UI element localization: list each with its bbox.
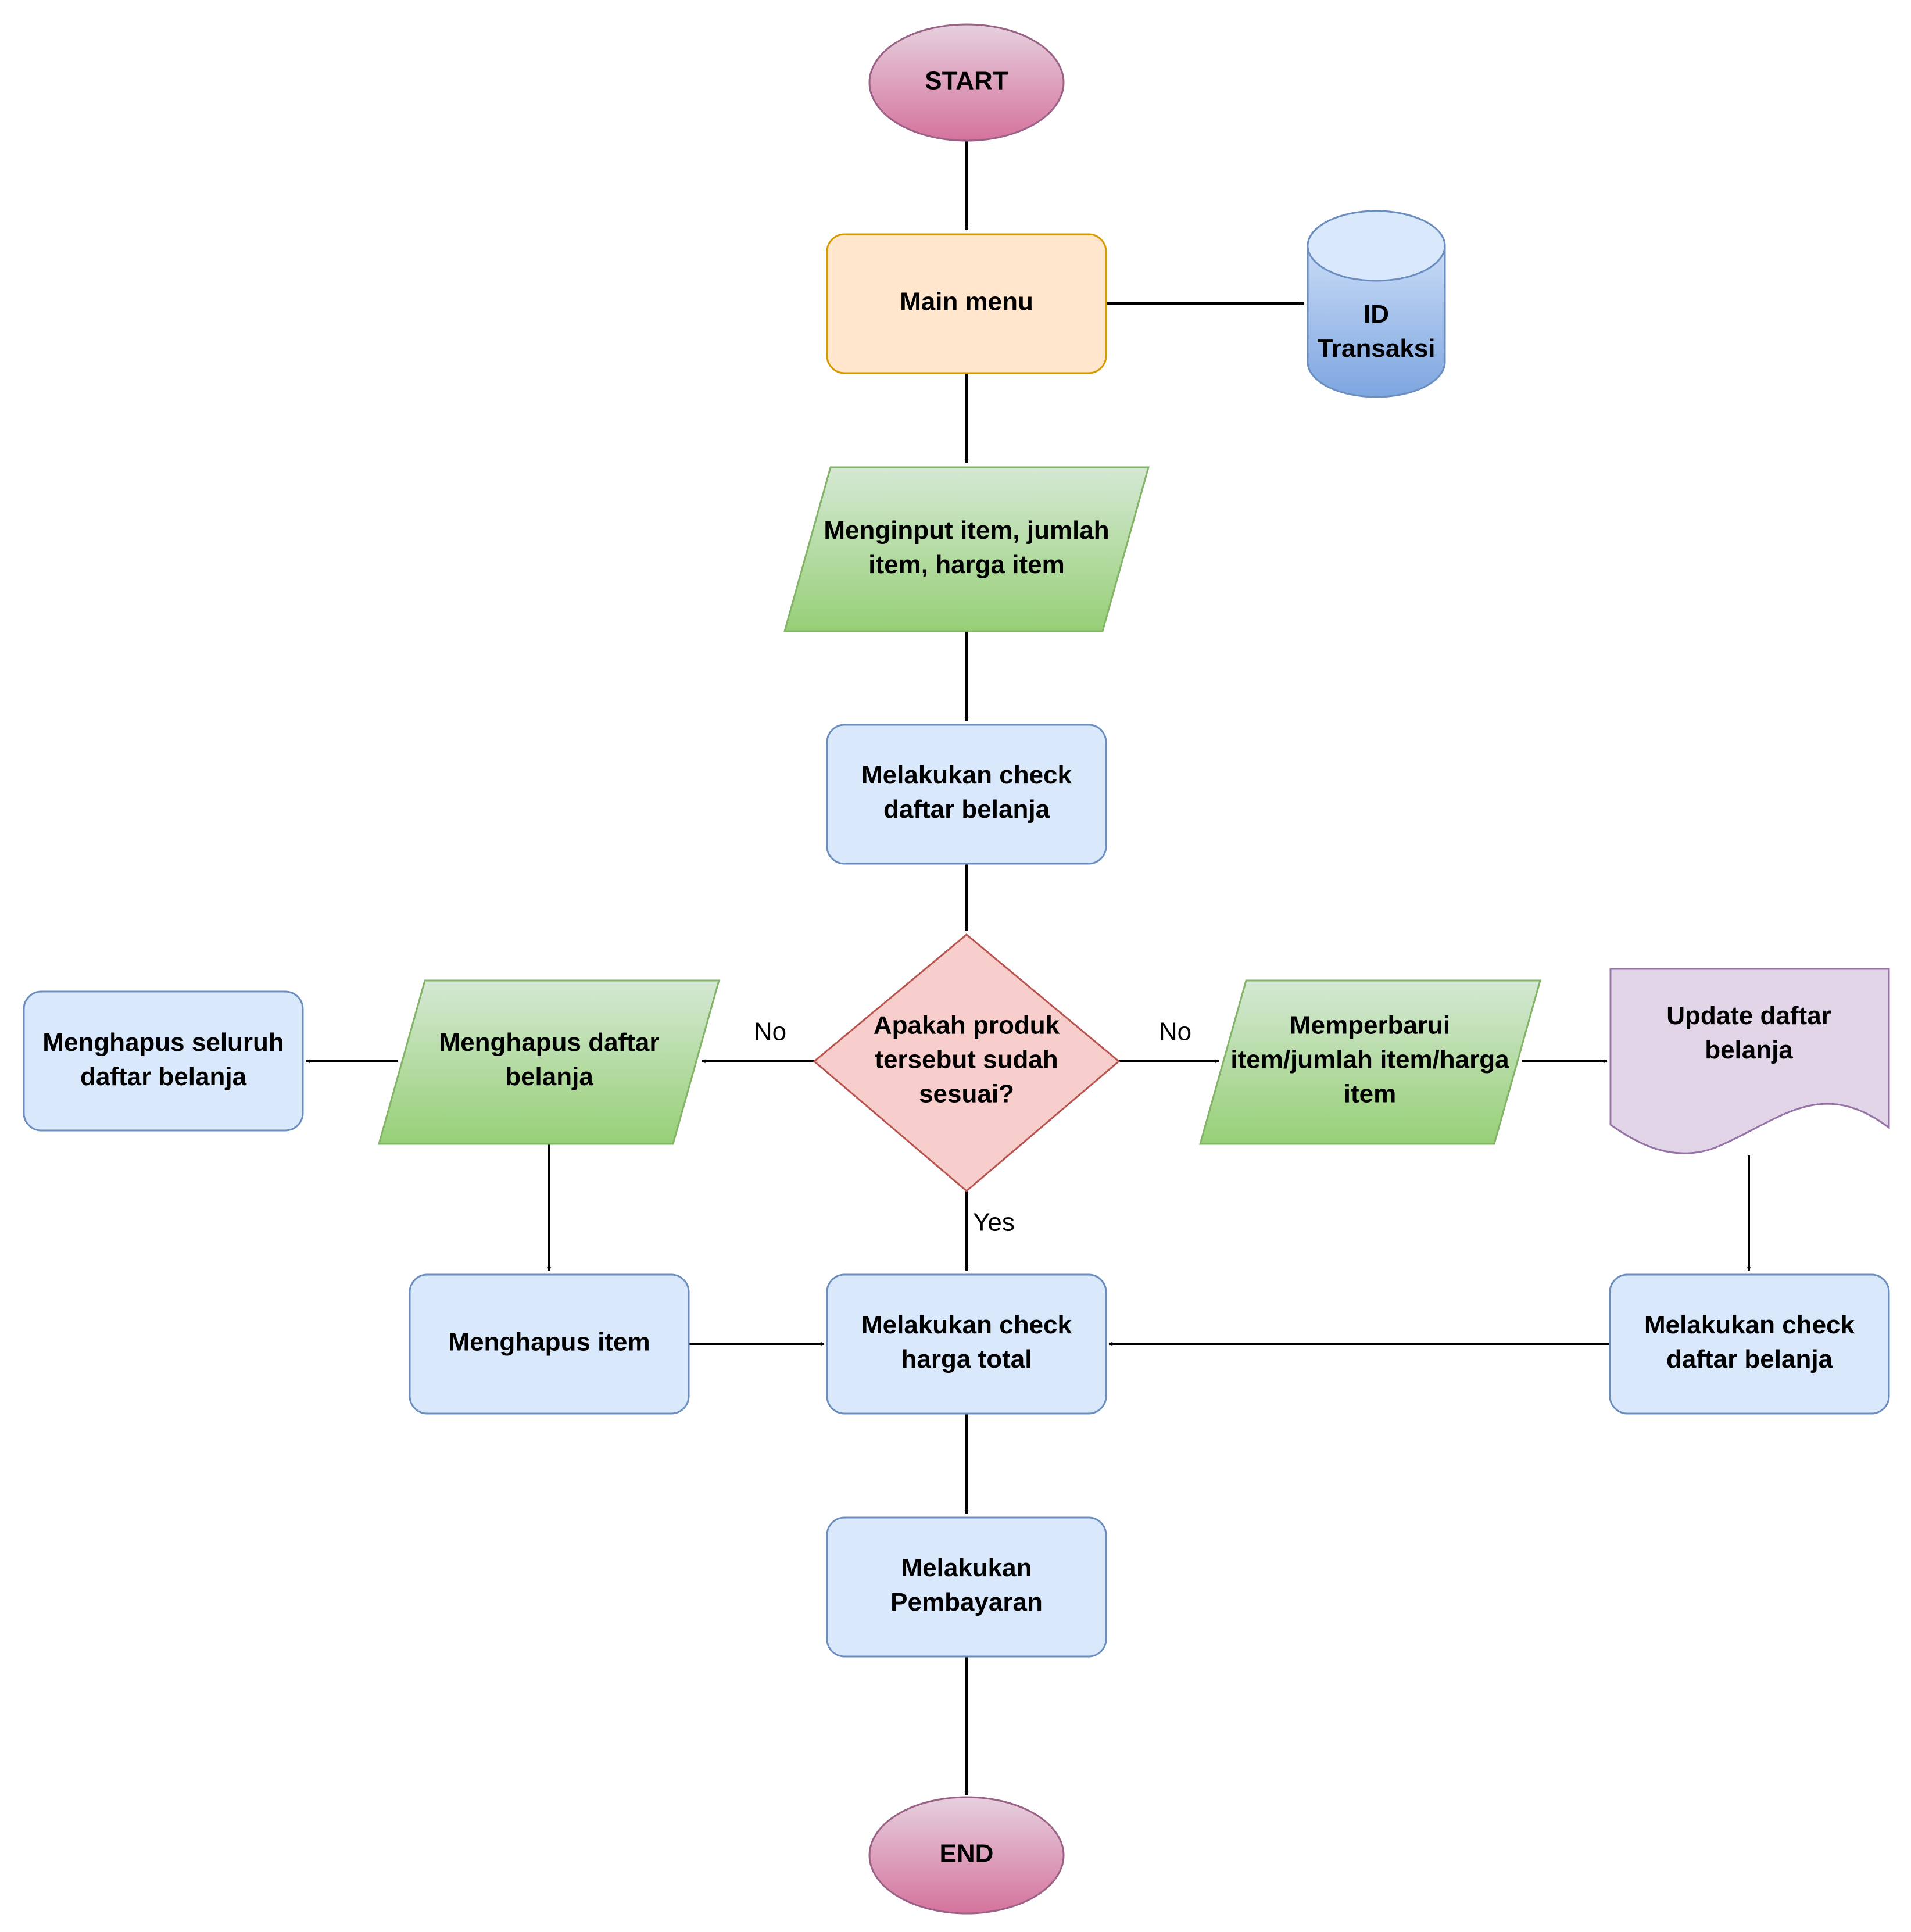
node-label: Menghapus item <box>448 1328 650 1357</box>
node-update-daftar: Update daftar belanja <box>1609 968 1890 1154</box>
process-shape <box>23 990 304 1132</box>
node-label-line: item/jumlah item/harga <box>1230 1046 1509 1074</box>
edge-label-yes: Yes <box>973 1208 1015 1237</box>
node-label: Menghapus seluruh daftar belanja <box>42 1028 284 1091</box>
node-label-line: Menghapus item <box>448 1328 650 1357</box>
node-main-menu: Main menu <box>826 233 1107 374</box>
node-label: ID Transaksi <box>1317 300 1435 363</box>
node-label: Apakah produk tersebut sudah sesuai? <box>874 1011 1060 1108</box>
node-label-line: harga total <box>901 1345 1032 1373</box>
edge-label-no-right: No <box>1159 1018 1191 1046</box>
node-label-line: item, harga item <box>868 550 1064 579</box>
terminator-shape <box>868 23 1065 142</box>
node-id-transaksi: ID Transaksi <box>1307 210 1446 398</box>
node-label: Memperbarui item/jumlah item/harga item <box>1230 1011 1509 1108</box>
node-label-line: belanja <box>505 1062 593 1091</box>
node-label-line: sesuai? <box>919 1080 1014 1108</box>
node-label: Main menu <box>900 288 1033 316</box>
node-label: Update daftar belanja <box>1666 1001 1831 1064</box>
node-check-total: Melakukan check harga total <box>826 1273 1107 1415</box>
edges <box>306 141 1751 1795</box>
edge-label-no-left: No <box>754 1018 786 1046</box>
node-label-line: Pembayaran <box>890 1588 1043 1616</box>
node-label-line: Melakukan check <box>1644 1311 1855 1339</box>
node-hapus-daftar: Menghapus daftar belanja <box>378 979 720 1145</box>
node-label-line: Transaksi <box>1317 334 1435 363</box>
node-label-line: daftar belanja <box>80 1062 247 1091</box>
process-shape <box>409 1273 690 1415</box>
node-label-line: daftar belanja <box>1666 1345 1833 1373</box>
nodes: START Main menu ID Transaksi Menginput it… <box>23 23 1890 1915</box>
edge-labels: No No Yes <box>754 1018 1191 1237</box>
input-parallelogram-shape <box>378 979 720 1145</box>
node-label-line: Melakukan <box>901 1554 1032 1582</box>
decision-diamond-shape <box>813 933 1121 1192</box>
node-check-daftar-right: Melakukan check daftar belanja <box>1609 1273 1890 1415</box>
node-label-line: Main menu <box>900 288 1033 316</box>
process-shape <box>826 1273 1107 1415</box>
process-shape <box>826 1516 1107 1658</box>
node-label-line: END <box>940 1840 994 1868</box>
node-label-line: daftar belanja <box>883 795 1050 824</box>
node-label: START <box>925 67 1008 95</box>
node-label-line: Menghapus seluruh <box>42 1028 284 1057</box>
node-label-line: tersebut sudah <box>875 1046 1058 1074</box>
node-label: Menghapus daftar belanja <box>439 1028 660 1091</box>
node-label-line: Update daftar <box>1666 1001 1831 1030</box>
node-input-item: Menginput item, jumlah item, harga item <box>783 466 1150 632</box>
node-label-line: Apakah produk <box>874 1011 1060 1040</box>
node-perbarui: Memperbarui item/jumlah item/harga item <box>1199 979 1541 1145</box>
node-end: END <box>868 1796 1065 1915</box>
node-start: START <box>868 23 1065 142</box>
node-label: Menginput item, jumlah item, harga item <box>824 516 1109 579</box>
node-label-line: Melakukan check <box>861 1311 1072 1339</box>
document-shape <box>1609 968 1890 1154</box>
node-hapus-seluruh: Menghapus seluruh daftar belanja <box>23 990 304 1132</box>
node-label-line: Melakukan check <box>861 761 1072 789</box>
process-shape <box>826 233 1107 374</box>
terminator-shape <box>868 1796 1065 1915</box>
node-label-line: belanja <box>1705 1036 1793 1064</box>
node-check-daftar: Melakukan check daftar belanja <box>826 724 1107 865</box>
input-parallelogram-shape <box>1199 979 1541 1145</box>
node-decision: Apakah produk tersebut sudah sesuai? <box>813 933 1121 1192</box>
node-hapus-item: Menghapus item <box>409 1273 690 1415</box>
node-label-line: Memperbarui <box>1290 1011 1450 1040</box>
database-cylinder-top <box>1307 210 1446 282</box>
node-label-line: Menginput item, jumlah <box>824 516 1109 545</box>
node-label: Melakukan check daftar belanja <box>861 761 1072 824</box>
node-label-line: Menghapus daftar <box>439 1028 660 1057</box>
input-parallelogram-shape <box>783 466 1150 632</box>
process-shape <box>1609 1273 1890 1415</box>
node-label-line: START <box>925 67 1008 95</box>
node-label-line: ID <box>1364 300 1389 328</box>
node-label: Melakukan check harga total <box>861 1311 1072 1373</box>
process-shape <box>826 724 1107 865</box>
node-label-line: item <box>1344 1080 1396 1108</box>
node-label: Melakukan check daftar belanja <box>1644 1311 1855 1373</box>
node-label: END <box>940 1840 994 1868</box>
